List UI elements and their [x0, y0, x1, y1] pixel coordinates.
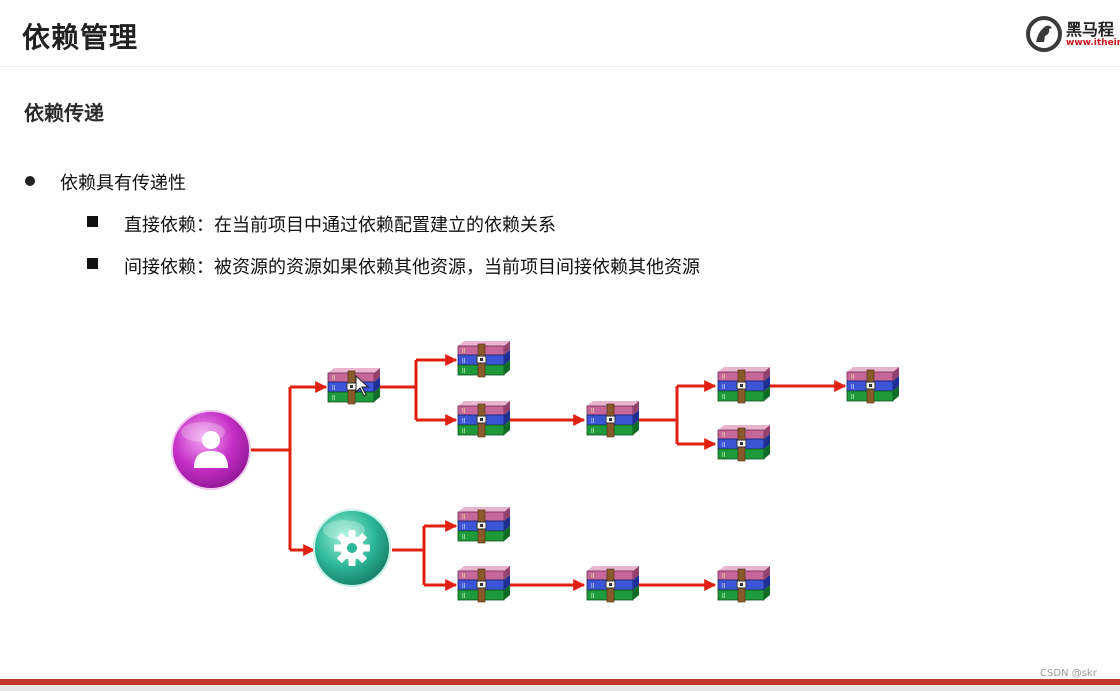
horse-logo-icon [1026, 16, 1062, 52]
user-icon [194, 431, 228, 468]
project-gear-node [313, 509, 391, 587]
archive-stack-icon [717, 565, 771, 603]
bullet-direct-dependency: 直接依赖：在当前项目中通过依赖配置建立的依赖关系 [124, 215, 556, 236]
watermark: CSDN @skr [1040, 668, 1097, 679]
bullet-square [87, 258, 98, 269]
archive-stack-icon [457, 340, 511, 378]
archive-stack-icon [327, 367, 381, 405]
bottom-accent-bar [0, 679, 1120, 685]
archive-stack-icon [457, 400, 511, 438]
dependency-arrows [251, 354, 847, 591]
project-user-node [171, 410, 251, 490]
mouse-cursor-icon [355, 374, 370, 397]
header: 依赖管理 黑马程 www.itheim [0, 0, 1120, 67]
bottom-strip [0, 685, 1120, 691]
archive-stack-icon [457, 565, 511, 603]
archive-stack-icon [717, 424, 771, 462]
logo-text: 黑马程 [1066, 20, 1115, 39]
gear-icon [334, 530, 370, 566]
bullet-main: 依赖具有传递性 [60, 173, 186, 194]
archive-stack-icon [846, 366, 900, 404]
logo-url: www.itheim [1066, 38, 1120, 48]
bullet-indirect-dependency: 间接依赖：被资源的资源如果依赖其他资源，当前项目间接依赖其他资源 [124, 257, 700, 278]
bullet-dot [25, 176, 35, 186]
page-title: 依赖管理 [22, 21, 139, 54]
section-title: 依赖传递 [24, 101, 104, 125]
archive-stack-icon [586, 565, 640, 603]
archive-stack-icon [586, 400, 640, 438]
brand-logo: 黑马程 www.itheim [1024, 14, 1120, 54]
archive-stack-icon [457, 506, 511, 544]
bullet-square [87, 216, 98, 227]
archive-stack-icon [717, 366, 771, 404]
